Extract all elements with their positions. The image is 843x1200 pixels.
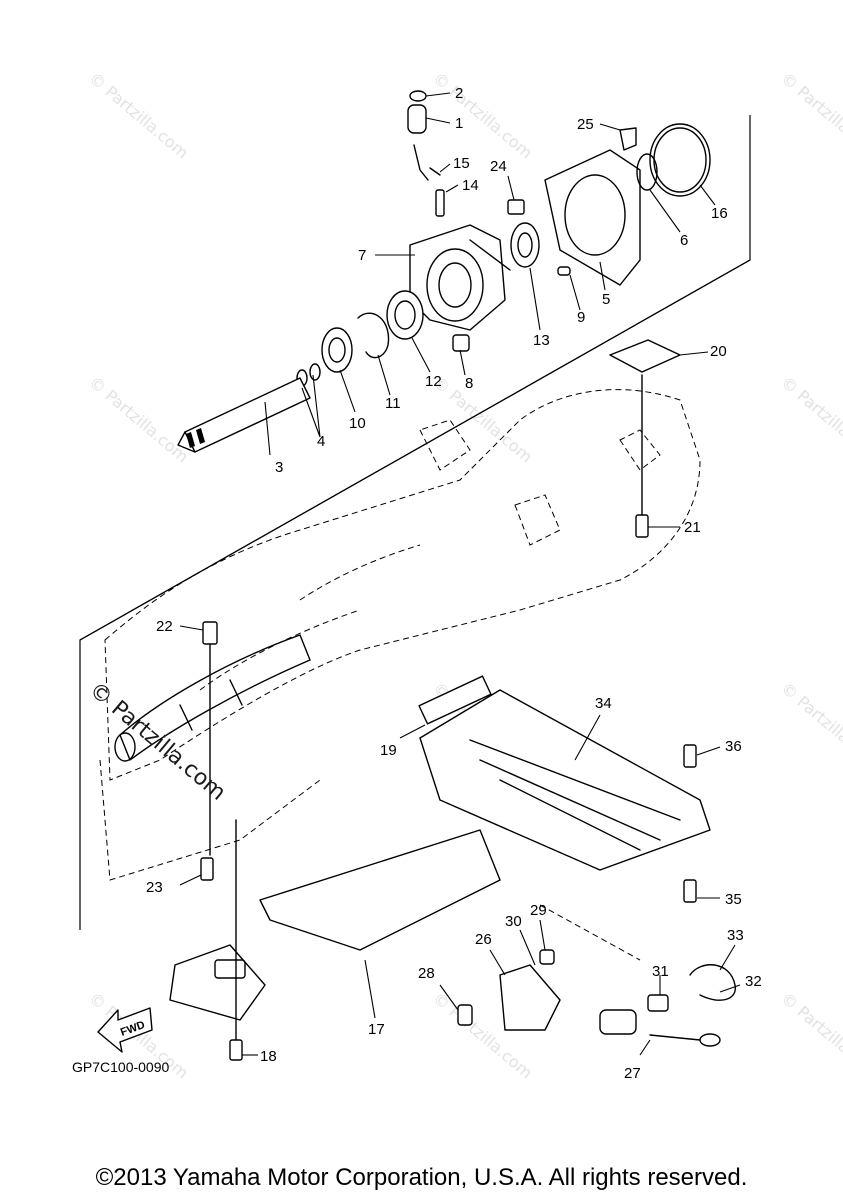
callout-36: 36 [725,738,742,755]
callout-22: 22 [156,618,173,635]
callout-16: 16 [711,205,728,222]
watermark-prominent: © Partzilla.com [84,677,230,805]
watermark-text: © Partzilla.com [429,373,536,467]
diagram-code: GP7C100-0090 [72,1059,170,1075]
callout-12: 12 [425,373,442,390]
watermark-text: © Partzilla.com [777,989,843,1083]
callout-13: 13 [533,332,550,349]
callout-2: 2 [455,85,463,102]
callout-33: 33 [727,927,744,944]
forward-arrow-icon: FWD [97,1007,153,1053]
callout-23: 23 [146,879,163,896]
watermark-text: © Partzilla.com [429,69,536,163]
callout-1: 1 [455,115,463,132]
callout-28: 28 [418,965,435,982]
callout-19: 19 [380,742,397,759]
callout-17: 17 [368,1021,385,1038]
watermark-text: © Partzilla.com [777,69,843,163]
callout-numbers: 1 2 3 4 5 6 7 8 9 10 11 12 13 14 15 16 1… [146,85,762,1082]
lower-assembly [169,621,736,1061]
watermark-text: © Partzilla.com [777,679,843,773]
callout-35: 35 [725,891,742,908]
callout-11: 11 [385,395,401,412]
callout-3: 3 [275,459,283,476]
callout-32: 32 [745,973,762,990]
callout-29: 29 [530,902,547,919]
callout-18: 18 [260,1048,277,1065]
callout-6: 6 [680,232,688,249]
callout-20: 20 [710,343,727,360]
callout-leaders [179,92,741,1056]
callout-4: 4 [317,433,325,450]
callout-24: 24 [490,158,507,175]
watermark-text: © Partzilla.com [85,373,192,467]
callout-10: 10 [349,415,366,432]
watermark-text: © Partzilla.com [85,69,192,163]
callout-31: 31 [652,963,669,980]
callout-30: 30 [505,913,522,930]
callout-14: 14 [462,177,479,194]
copyright-notice: ©2013 Yamaha Motor Corporation, U.S.A. A… [95,1164,748,1191]
callout-25: 25 [577,116,594,133]
exploded-view-frame [79,115,751,930]
callout-9: 9 [577,309,585,326]
callout-21: 21 [684,519,701,536]
callout-8: 8 [465,375,473,392]
callout-26: 26 [475,931,492,948]
callout-34: 34 [595,695,612,712]
watermark-text: © Partzilla.com [777,373,843,467]
callout-27: 27 [624,1065,641,1082]
callout-15: 15 [453,155,470,172]
callout-5: 5 [602,291,610,308]
drive-shaft-tube [114,634,311,762]
callout-7: 7 [358,247,366,264]
pump-assembly [177,90,711,538]
